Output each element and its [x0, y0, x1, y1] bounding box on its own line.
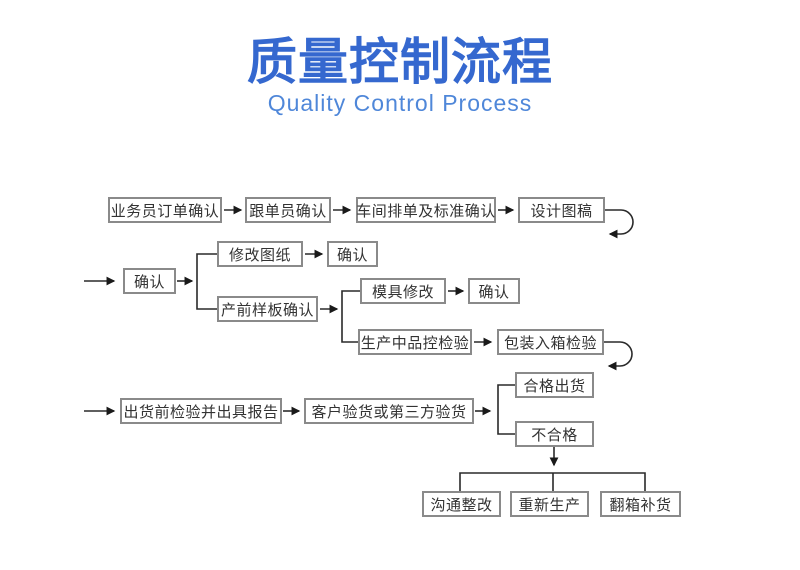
node-communicate-rectify: 沟通整改	[422, 491, 501, 517]
node-unqualified: 不合格	[515, 421, 594, 447]
node-confirm-2: 确认	[327, 241, 378, 267]
node-modify-drawing: 修改图纸	[217, 241, 303, 267]
node-re-production: 重新生产	[510, 491, 589, 517]
node-design-draft: 设计图稿	[518, 197, 605, 223]
bracket-sample	[341, 290, 360, 343]
node-pre-shipment-inspection-report: 出货前检验并出具报告	[120, 398, 282, 424]
node-workshop-schedule-standard-confirm: 车间排单及标准确认	[356, 197, 496, 223]
page-title: 质量控制流程	[247, 34, 553, 90]
node-customer-or-third-party-inspection: 客户验货或第三方验货	[304, 398, 474, 424]
node-confirm-3: 确认	[468, 278, 520, 304]
node-carton-replenishment: 翻箱补货	[600, 491, 681, 517]
node-confirm-1: 确认	[123, 268, 176, 294]
loopback-arrow-1	[605, 209, 634, 239]
node-qualified-shipment: 合格出货	[515, 372, 594, 398]
loopback-arrow-2	[604, 341, 633, 371]
bracket-inspection-result	[497, 384, 515, 435]
node-merchandiser-confirm: 跟单员确认	[245, 197, 331, 223]
node-pre-production-sample-confirm: 产前样板确认	[217, 296, 318, 322]
node-salesman-order-confirm: 业务员订单确认	[108, 197, 222, 223]
node-in-production-qc-inspection: 生产中品控检验	[358, 329, 472, 355]
bracket-confirm1	[196, 253, 217, 310]
node-packing-carton-inspection: 包装入箱检验	[497, 329, 604, 355]
node-mold-modify: 模具修改	[360, 278, 446, 304]
page-subtitle: Quality Control Process	[267, 90, 533, 116]
split-unqualified	[459, 472, 646, 492]
